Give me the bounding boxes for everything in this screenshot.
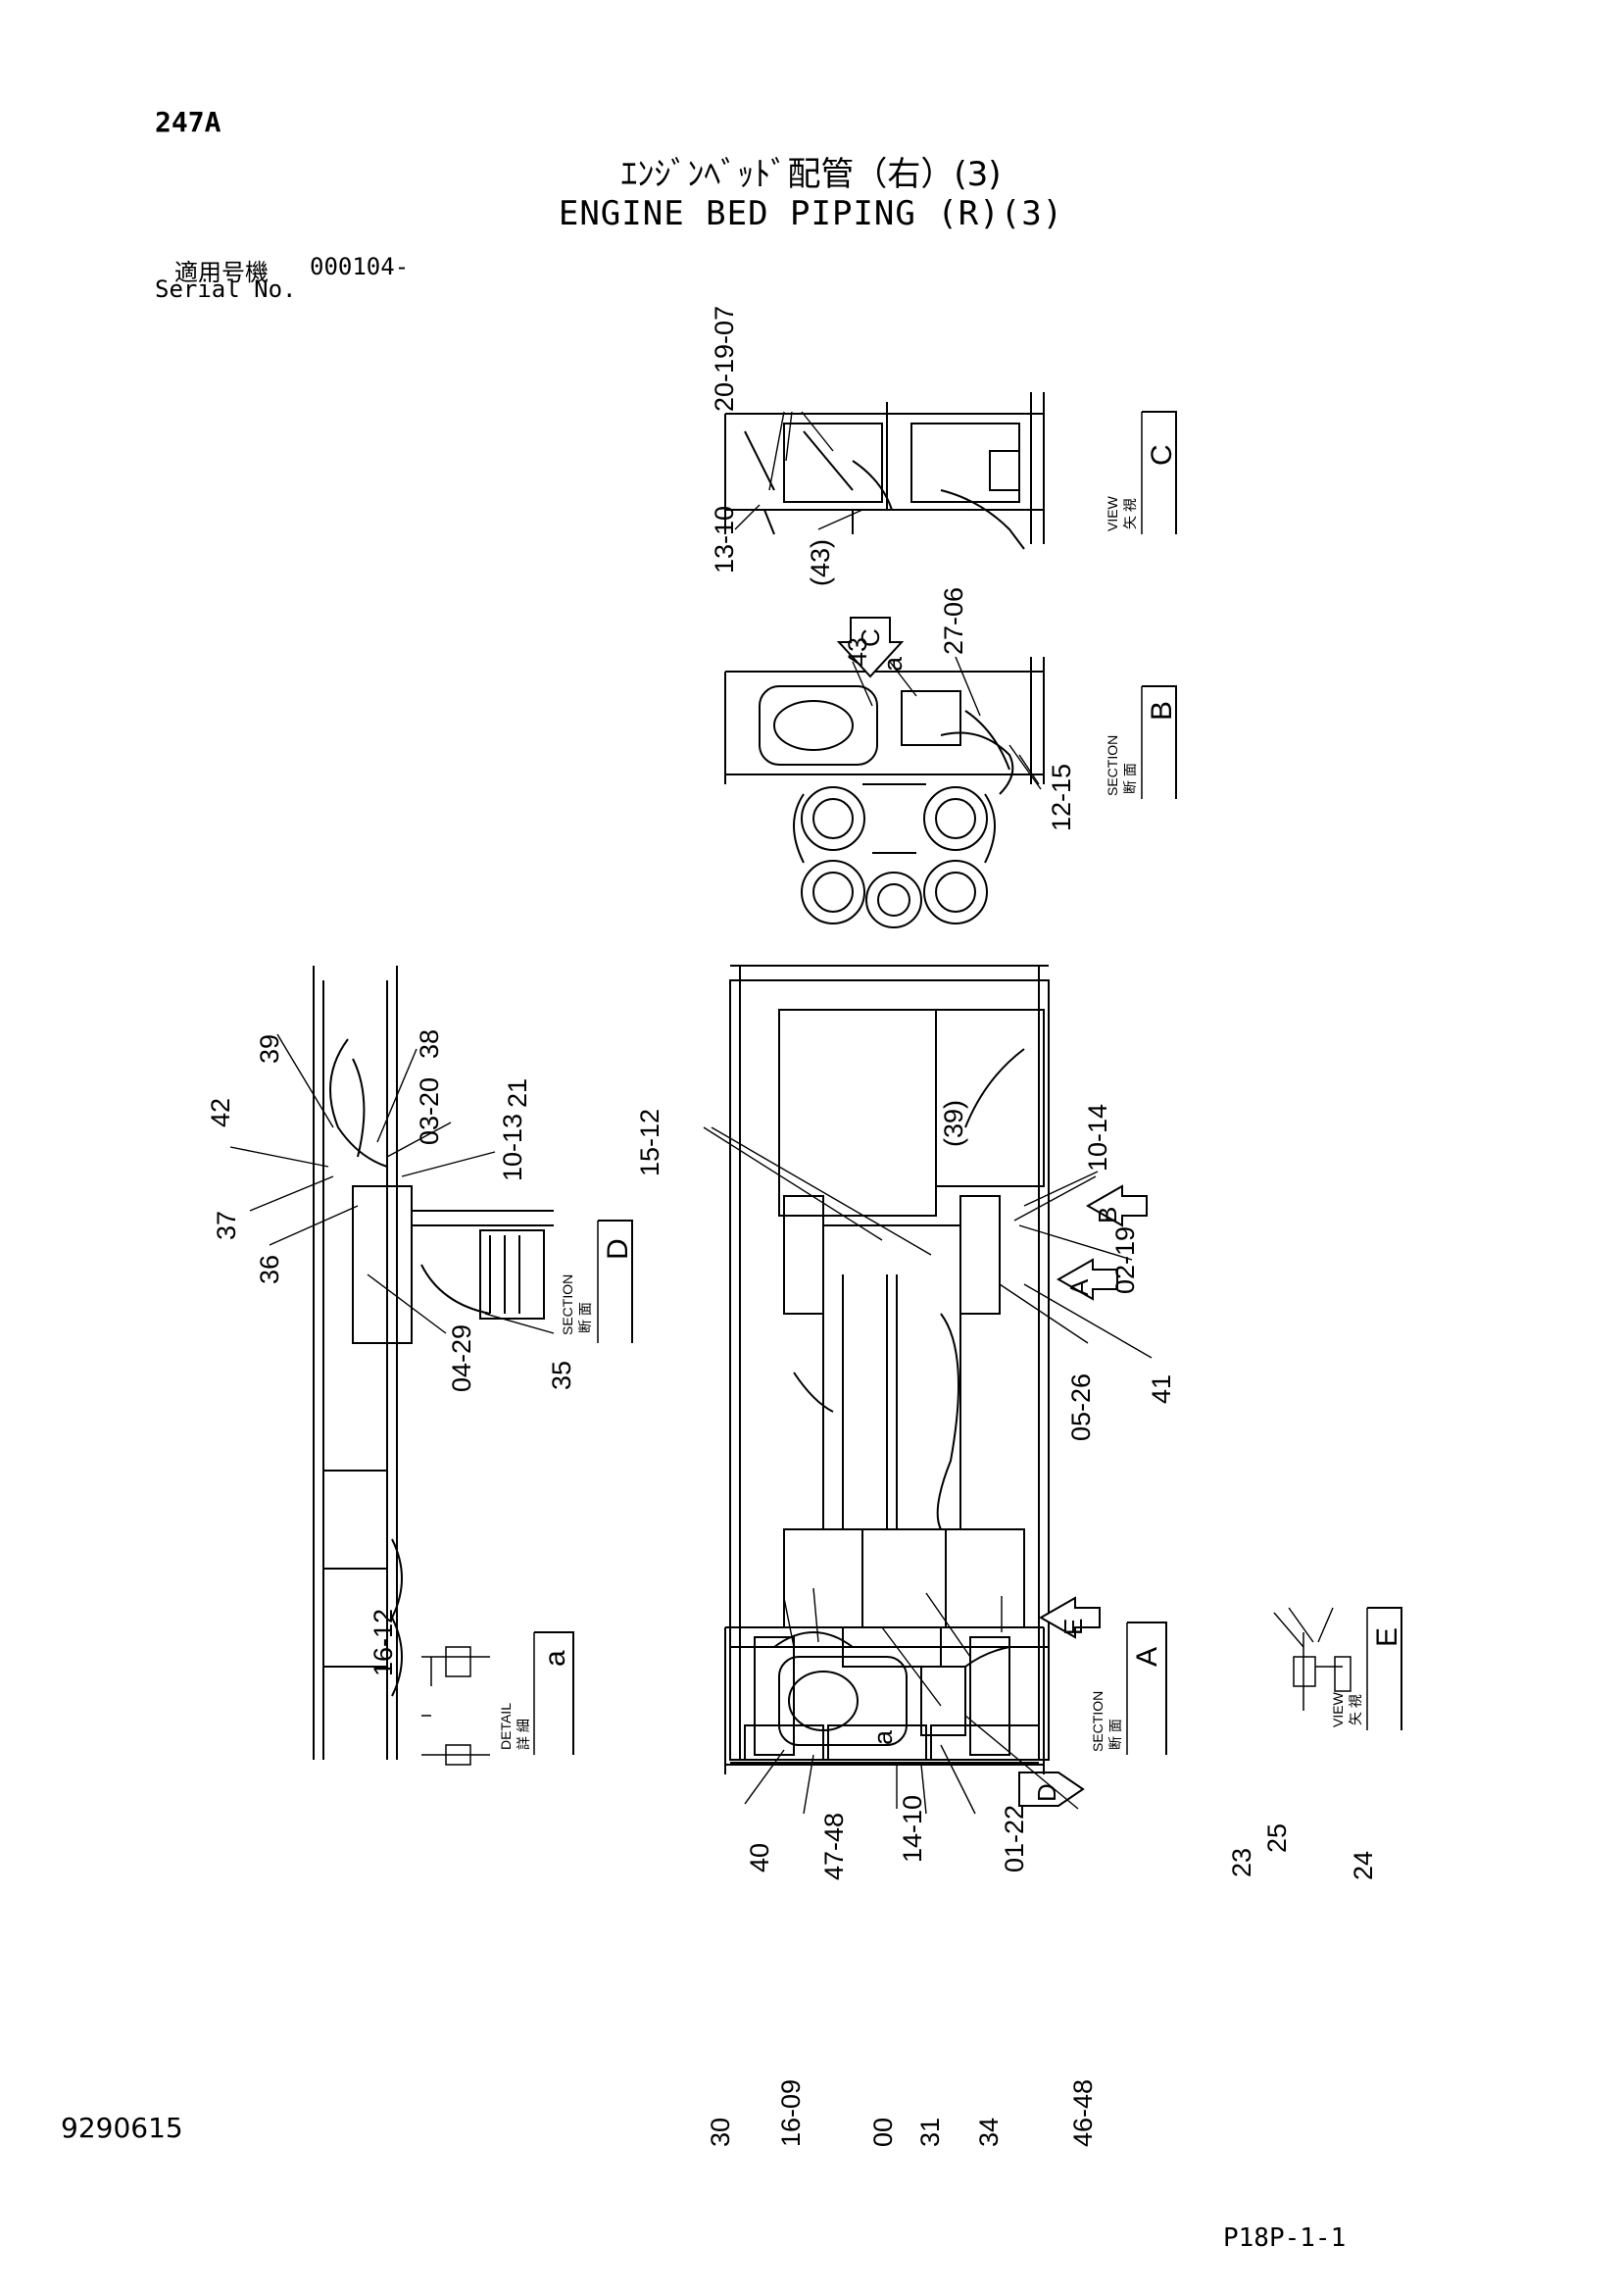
view-c-drawing — [724, 392, 1045, 550]
section-b-jp: 断 面 — [1122, 763, 1138, 794]
callout: 35 — [547, 1360, 576, 1390]
document-number: 9290615 — [61, 2112, 183, 2144]
view-c-jp: 矢 視 — [1122, 498, 1138, 529]
callout: 30 — [706, 2117, 735, 2147]
callout: 05-26 — [1066, 1373, 1096, 1441]
section-d-jp: 断 面 — [577, 1302, 593, 1333]
serial-label-english: Serial No. — [155, 275, 297, 303]
detail-a-letter: a — [539, 1650, 571, 1667]
section-b-drawing — [724, 657, 1045, 928]
callout: 25 — [1262, 1822, 1292, 1853]
callout: 20-19-07 — [710, 305, 739, 412]
section-a-drawing — [724, 1626, 1045, 1774]
callout: 40 — [745, 1842, 774, 1872]
callout: (39) — [939, 1099, 968, 1147]
page-number: 247A — [155, 106, 221, 138]
title-japanese: ｴﾝｼﾞﾝﾍﾞｯﾄﾞ配管（右）(3) — [620, 155, 1002, 194]
callout: 03-20 — [415, 1076, 444, 1145]
section-d-en: SECTION — [560, 1273, 575, 1335]
callout: 13-10 — [710, 505, 739, 574]
callout: 43 — [843, 636, 872, 667]
callout: 37 — [212, 1210, 241, 1240]
callout: 24 — [1349, 1850, 1378, 1880]
arrow-b-letter: B — [1093, 1206, 1122, 1223]
serial-number-value: 000104- — [310, 253, 410, 280]
section-a-letter: A — [1131, 1646, 1163, 1667]
view-e-en: VIEW — [1330, 1692, 1346, 1727]
callout: a — [868, 1729, 898, 1745]
sheet-reference: P18P-1-1 — [1223, 2223, 1347, 2253]
callout: 21 — [503, 1077, 532, 1108]
section-b-letter: B — [1146, 700, 1178, 721]
view-e-jp: 矢 視 — [1348, 1694, 1363, 1725]
callout: 12-15 — [1047, 763, 1076, 831]
section-d-letter: D — [602, 1238, 634, 1260]
callout: 14-10 — [898, 1794, 927, 1863]
section-a-jp: 断 面 — [1107, 1719, 1123, 1750]
callout: 39 — [255, 1033, 284, 1064]
title-english: ENGINE BED PIPING (R)(3) — [558, 194, 1064, 233]
callout: 42 — [206, 1097, 235, 1127]
callout: 36 — [255, 1254, 284, 1284]
serial-label-japanese: 適用号機 — [174, 259, 269, 286]
arrow-a-letter: A — [1064, 1278, 1094, 1296]
callout: 23 — [1227, 1847, 1256, 1877]
detail-a-drawing — [421, 1646, 490, 1766]
callout: 00 — [868, 2117, 898, 2147]
callout: 16-12 — [369, 1608, 398, 1676]
view-e-letter: E — [1371, 1626, 1403, 1647]
section-b-en: SECTION — [1105, 734, 1120, 796]
main-plan-drawing — [729, 965, 1050, 1761]
section-a-en: SECTION — [1090, 1690, 1106, 1752]
callout: 10-13 — [498, 1113, 527, 1181]
callout: 01-22 — [1000, 1804, 1029, 1872]
callout: 34 — [974, 2117, 1004, 2147]
callout: 04-29 — [447, 1323, 476, 1392]
detail-a-en: DETAIL — [498, 1703, 514, 1750]
callout: 10-14 — [1083, 1103, 1112, 1172]
detail-a-jp: 詳 細 — [516, 1719, 531, 1750]
view-c-en: VIEW — [1105, 496, 1120, 531]
callout: 15-12 — [635, 1108, 664, 1176]
arrow-d-letter: D — [1032, 1783, 1061, 1802]
callout: 02-19 — [1110, 1225, 1140, 1294]
callout: 16-09 — [776, 2078, 806, 2147]
view-e-drawing — [1293, 1632, 1352, 1711]
callout: 38 — [415, 1028, 444, 1059]
arrow-e-letter: E — [1058, 1618, 1088, 1635]
callout: 46-48 — [1068, 2078, 1098, 2147]
callout: a — [878, 656, 908, 672]
callout: 41 — [1147, 1373, 1176, 1404]
callout: 27-06 — [939, 586, 968, 655]
callout: (43) — [806, 538, 835, 586]
view-c-letter: C — [1146, 444, 1178, 466]
callout: 31 — [915, 2117, 945, 2147]
callout: 47-48 — [819, 1812, 849, 1880]
